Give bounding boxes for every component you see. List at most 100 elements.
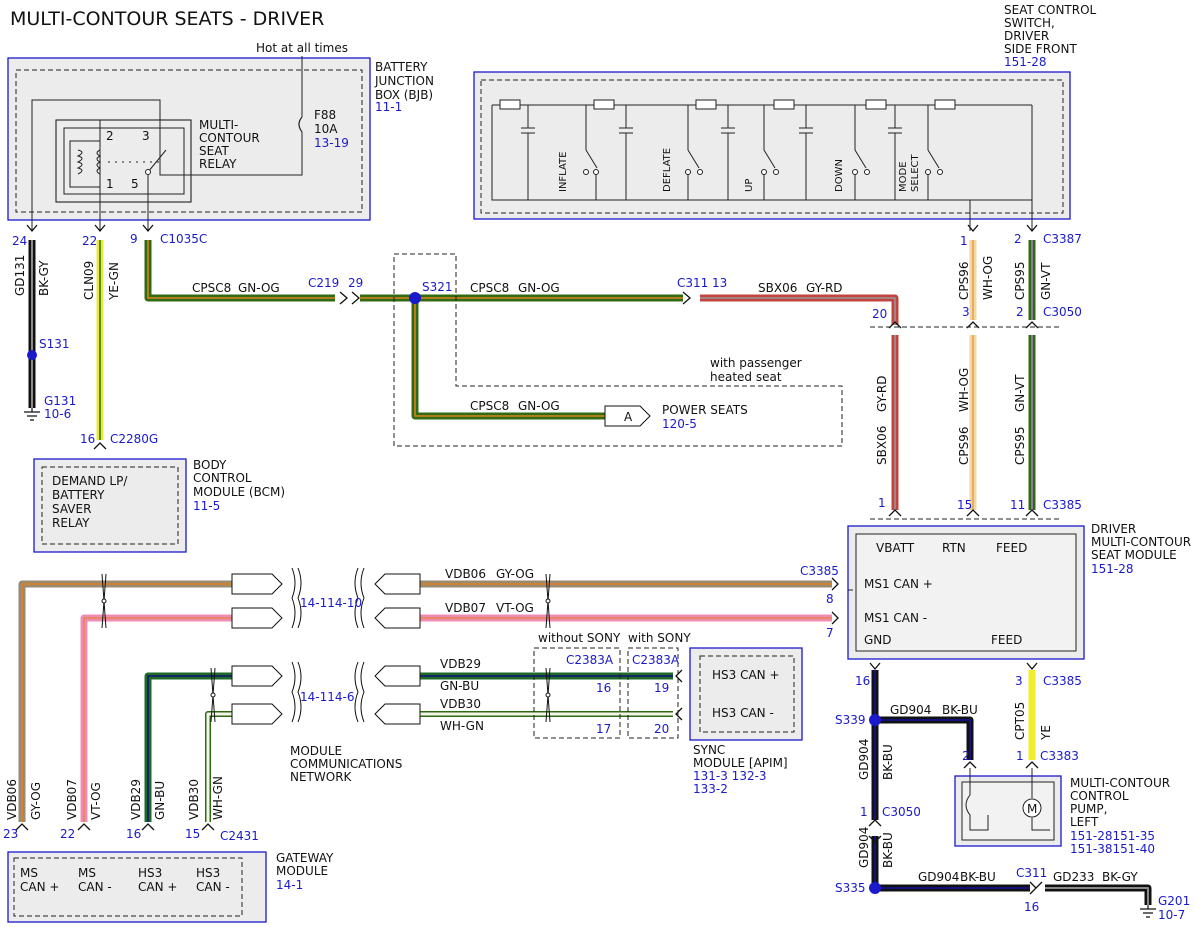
label-wires-10-color: BK-BU [881,744,895,780]
network-name-3: NETWORK [290,770,353,784]
relay-name-4: RELAY [199,157,237,171]
conn-c3383: C3383 [1040,749,1079,763]
label-wires-9-color: WH-GN [440,719,484,733]
label-pin_numbers-26: 23 [3,827,18,841]
network-name-1: MODULE [290,744,342,758]
splice-s335-label: S335 [835,881,866,895]
label-wires-7-color: VT-OG [89,782,103,820]
power-seats-connector [604,405,651,427]
battery-junction-box: BATTERY JUNCTION BOX (BJB) 11-1 Hot at a… [7,41,434,231]
label-wires-1-color: YE-GN [107,262,121,301]
splice-s339-label: S339 [835,713,866,727]
switch-select-label: SELECT [910,153,921,192]
label-wires-5-circuit: CPS95 [1013,426,1027,465]
gateway-pin-4b: CAN - [196,880,230,894]
label-wires-5-circuit: CPS95 [1013,261,1027,300]
connector-arrows [15,224,1043,895]
relay-name-1: MULTI- [199,118,238,132]
bcm-inner-3: SAVER [52,502,91,516]
with-sony-label: with SONY [628,631,691,645]
passenger-note-2: heated seat [710,370,782,384]
pump-ref-2: 151-38151-40 [1070,842,1155,856]
label-pin_numbers-4: 13 [712,276,727,290]
pump-name-4: LEFT [1070,815,1099,829]
gateway-pin-1a: MS [20,866,38,880]
network-plugs [231,573,421,725]
gateway-ref: 14-1 [276,878,303,892]
label-wires-8-color: GN-BU [440,679,479,693]
label-wires-4-circuit: CPS96 [957,426,971,465]
seat-module-feed-top: FEED [996,541,1027,555]
label-pin_numbers-1: 22 [82,234,97,248]
splices: S131 S321 S339 S335 [27,280,881,895]
conn-c3387: C3387 [1043,232,1082,246]
power-seats-label: POWER SEATS [662,403,748,417]
splice-s321-label: S321 [422,280,453,294]
ground-g201-name: G201 [1158,894,1190,908]
seat-module-name-2: MULTI-CONTOUR [1091,535,1191,549]
relay-pin-1: 1 [106,177,114,191]
label-pin_numbers-27: 22 [60,827,75,841]
label-wires-4-circuit: CPS96 [957,261,971,300]
conn-c3050-top: C3050 [1043,305,1082,319]
bcm-inner-1: DEMAND LP/ [52,474,128,488]
label-pin_numbers-2: 9 [130,232,138,246]
body-control-module: DEMAND LP/ BATTERY SAVER RELAY BODY CONT… [33,458,285,553]
label-wires-5-color: GN-VT [1013,374,1027,412]
gateway-pin-3b: CAN + [138,880,177,894]
label-pin_numbers-28: 16 [126,827,141,841]
sync-pin-can-minus: HS3 CAN - [712,706,774,720]
conn-c3385-bottom: C3385 [1043,674,1082,688]
gateway-module: MS CAN + MS CAN - HS3 CAN + HS3 CAN - GA… [7,851,334,923]
label-wires-8-circuit: VDB29 [440,657,481,671]
label-wires-11-circuit: CPT05 [1013,702,1027,740]
pump-name-1: MULTI-CONTOUR [1070,776,1170,790]
label-wires-10-color: BK-BU [942,703,978,717]
ground-g131-ref: 10-6 [44,407,71,421]
conn-c2431: C2431 [220,829,259,843]
conn-c219: C219 [308,276,339,290]
conn-c3385-can: C3385 [800,564,839,578]
fuse-ref: 13-19 [314,136,349,150]
label-pin_numbers-24: 1 [860,805,868,819]
relay-pin-3: 3 [142,129,150,143]
bcm-inner-4: RELAY [52,516,90,530]
label-pin_numbers-29: 15 [185,827,200,841]
bjb-name-3: BOX (BJB) [375,88,433,102]
twisted-pair-marks [101,573,551,723]
pump-ref-1: 151-28151-35 [1070,829,1155,843]
relay-name-2: CONTOUR [199,131,260,145]
switch-name-4: SIDE FRONT [1004,42,1077,56]
label-wires-6-color: GY-OG [29,782,43,820]
relay-pin-2: 2 [106,129,114,143]
diagram-title: MULTI-CONTOUR SEATS - DRIVER [10,8,324,30]
label-wires-6-color: GY-OG [496,567,534,581]
switch-name-3: DRIVER [1004,29,1049,43]
switch-up-label: UP [744,179,755,192]
label-wires-2-circuit: CPSC8 [192,281,231,295]
label-pin_numbers-3: 29 [348,276,363,290]
label-pin_numbers-22: 2 [962,749,970,763]
label-wires-7-circuit: VDB07 [445,601,486,615]
switch-resistor-ladder [499,99,956,110]
label-wires-0-circuit: GD131 [13,255,27,296]
label-pin_numbers-25: 16 [1024,900,1039,914]
power-seats-tag: A [624,410,633,424]
conn-c3050-bottom: C3050 [882,805,921,819]
network-ref-1: 14-114-10 [300,596,362,610]
label-pin_numbers-16: 16 [596,681,611,695]
switch-internals [521,105,940,200]
sync-ref-1: 131-3 132-3 [693,769,767,783]
label-wires-10-color: BK-BU [960,870,996,884]
switch-mode-label: MODE [898,161,909,192]
bcm-inner-2: BATTERY [52,488,105,502]
label-wires-0-color: BK-GY [37,260,51,296]
label-wires-3-color: GY-RD [875,375,889,412]
label-wires-4-color: WH-OG [957,368,971,412]
seat-module-ref: 151-28 [1091,562,1134,576]
seat-module-name-1: DRIVER [1091,522,1136,536]
label-wires-6-circuit: VDB06 [5,779,19,820]
bjb-name-1: BATTERY [375,60,428,74]
label-wires-2-color: GN-OG [518,399,560,413]
